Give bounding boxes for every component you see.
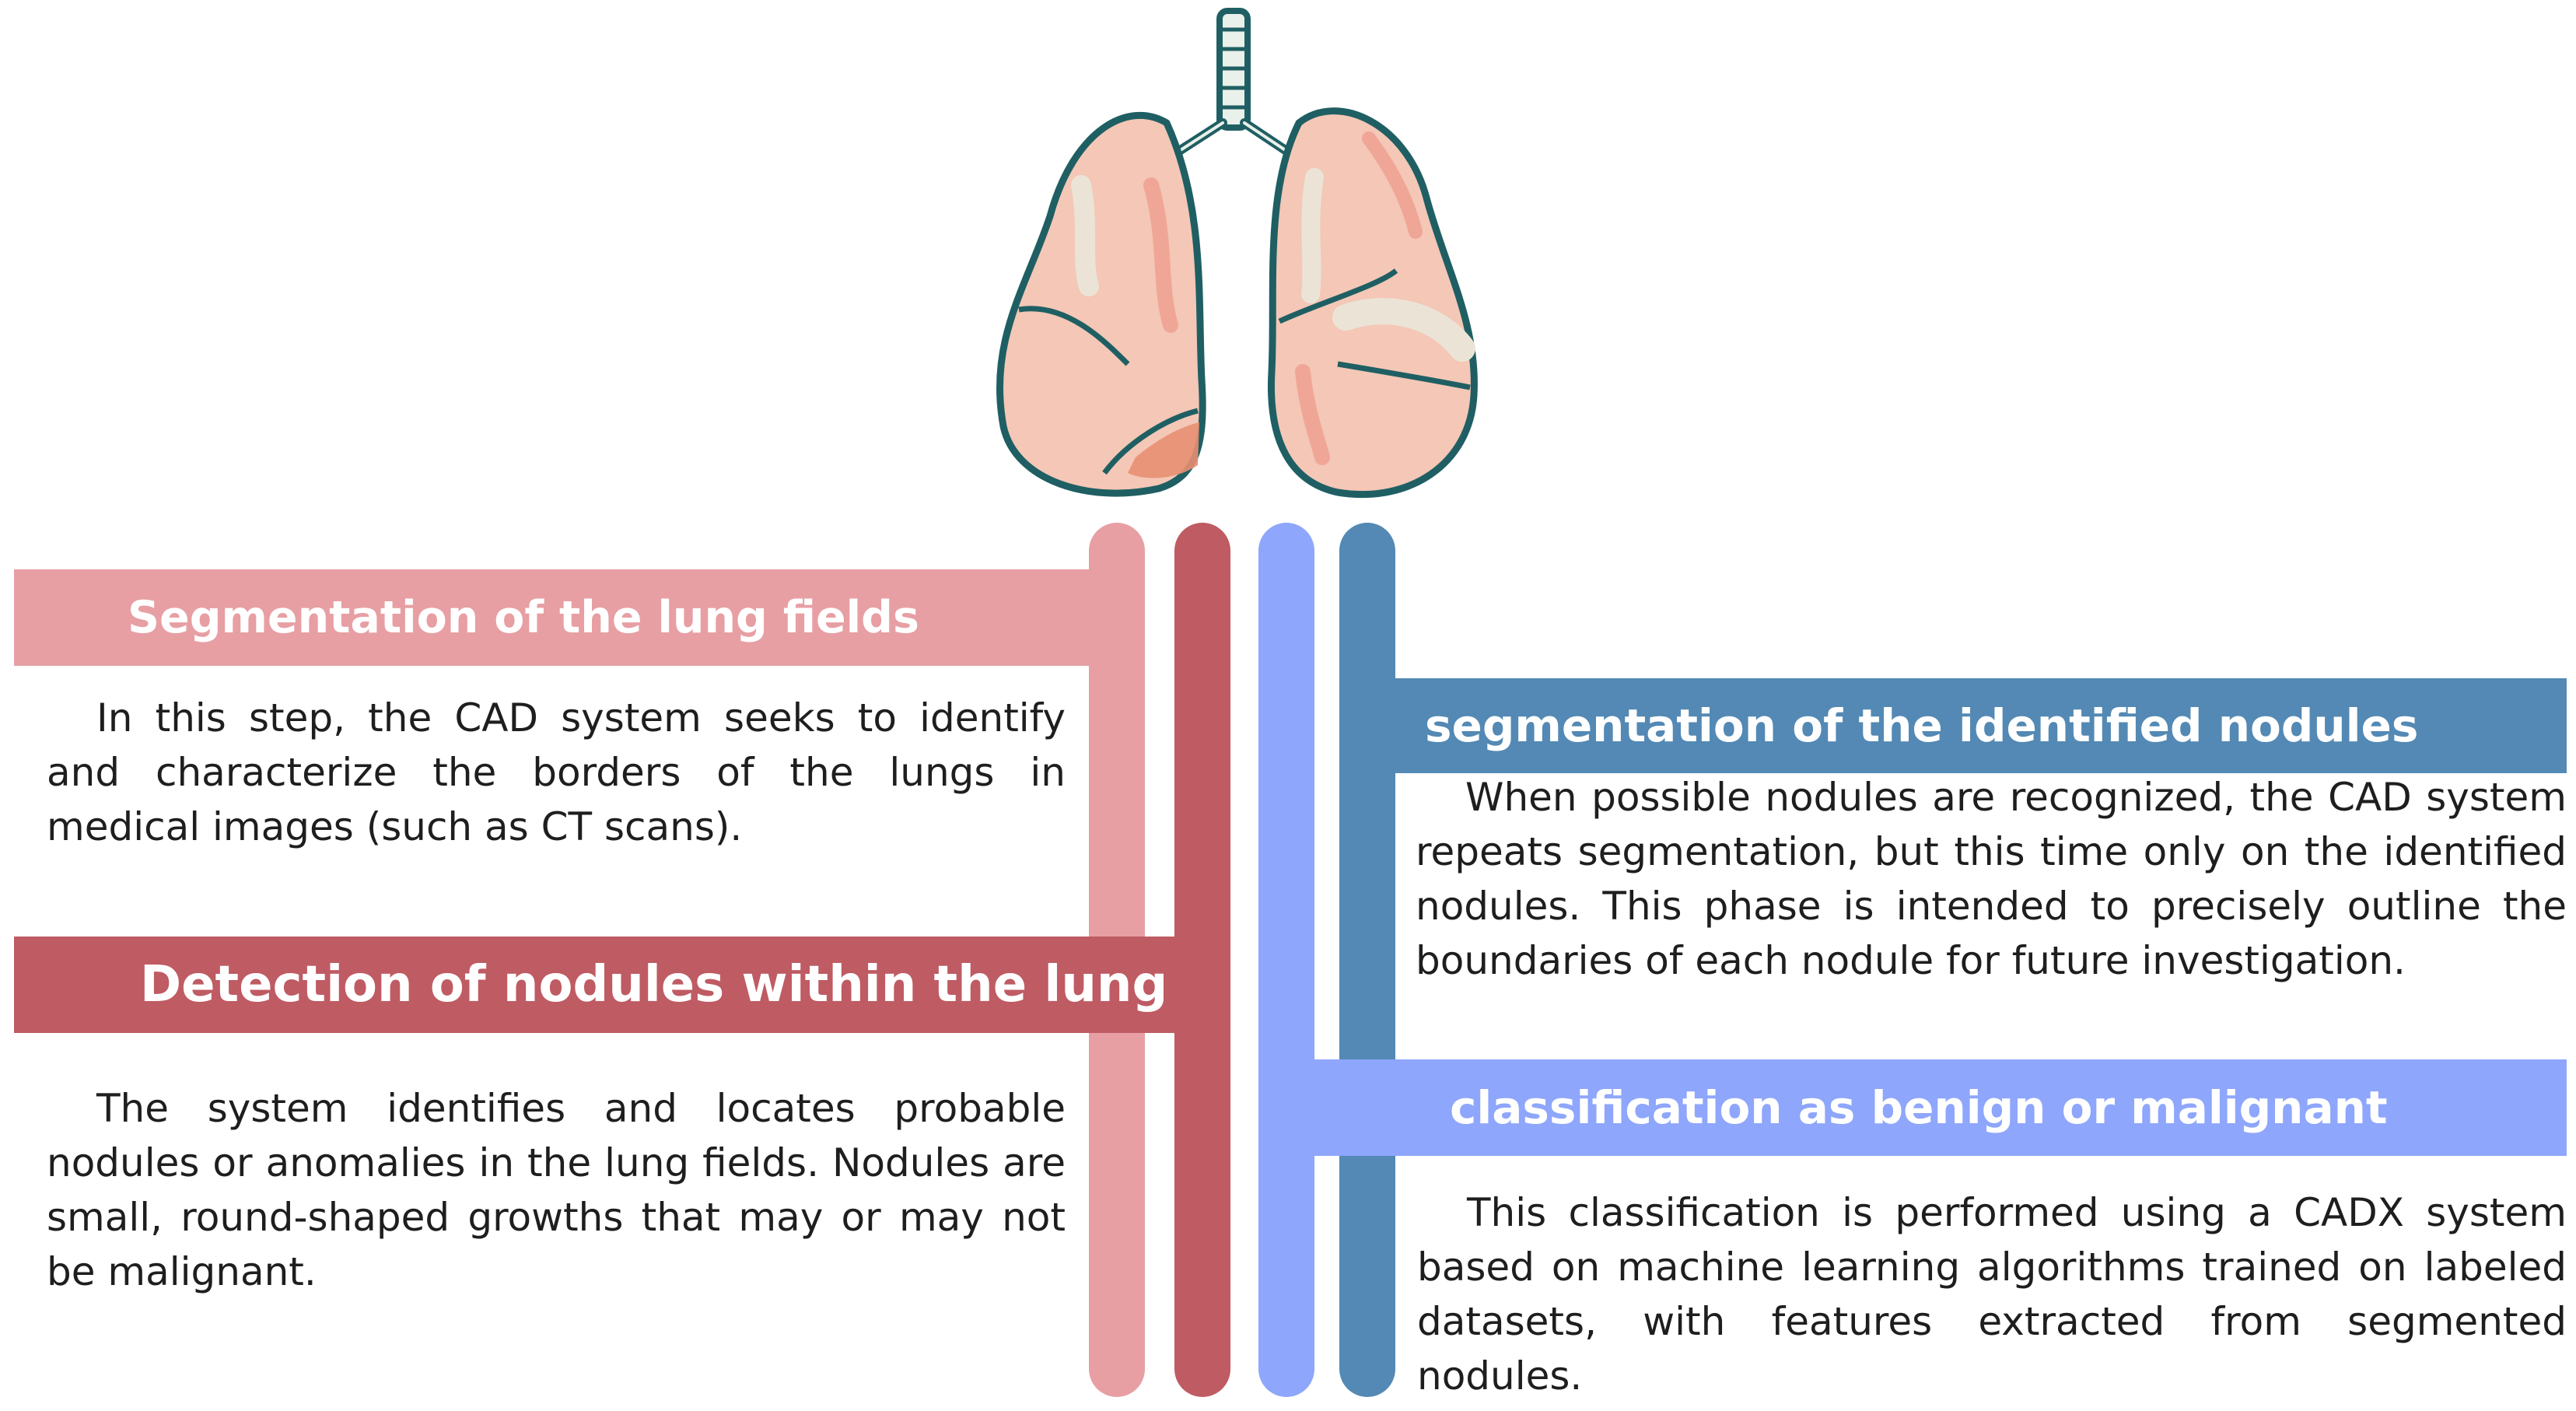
classification-text: This classification is performed using a… bbox=[1417, 1190, 2567, 1399]
detection-text: The system identifies and locates probab… bbox=[47, 1086, 1066, 1294]
lung-fields-title: Segmentation of the lung fields bbox=[128, 592, 919, 643]
classification-title: classification as benign or malignant bbox=[1450, 1081, 2388, 1134]
left-lung-icon bbox=[996, 112, 1206, 497]
lung-fields-title-bar: Segmentation of the lung fields bbox=[14, 569, 1118, 666]
nodule-segmentation-title-bar: segmentation of the identified nodules bbox=[1369, 678, 2567, 773]
trachea-icon bbox=[1170, 8, 1296, 159]
right-lung-icon bbox=[1267, 107, 1478, 499]
lungs-illustration bbox=[996, 8, 1478, 499]
lung-fields-text: In this step, the CAD system seeks to id… bbox=[47, 695, 1066, 849]
nodule-segmentation-text: When possible nodules are recognized, th… bbox=[1416, 775, 2567, 983]
detection-title: Detection of nodules within the lung bbox=[140, 956, 1168, 1014]
nodule-segmentation-title: segmentation of the identified nodules bbox=[1425, 699, 2419, 752]
detection-title-bar: Detection of nodules within the lung bbox=[14, 937, 1202, 1033]
stem-light-blue bbox=[1258, 523, 1314, 1397]
stem-steel-blue bbox=[1339, 523, 1395, 1397]
classification-title-bar: classification as benign or malignant bbox=[1286, 1059, 2567, 1156]
